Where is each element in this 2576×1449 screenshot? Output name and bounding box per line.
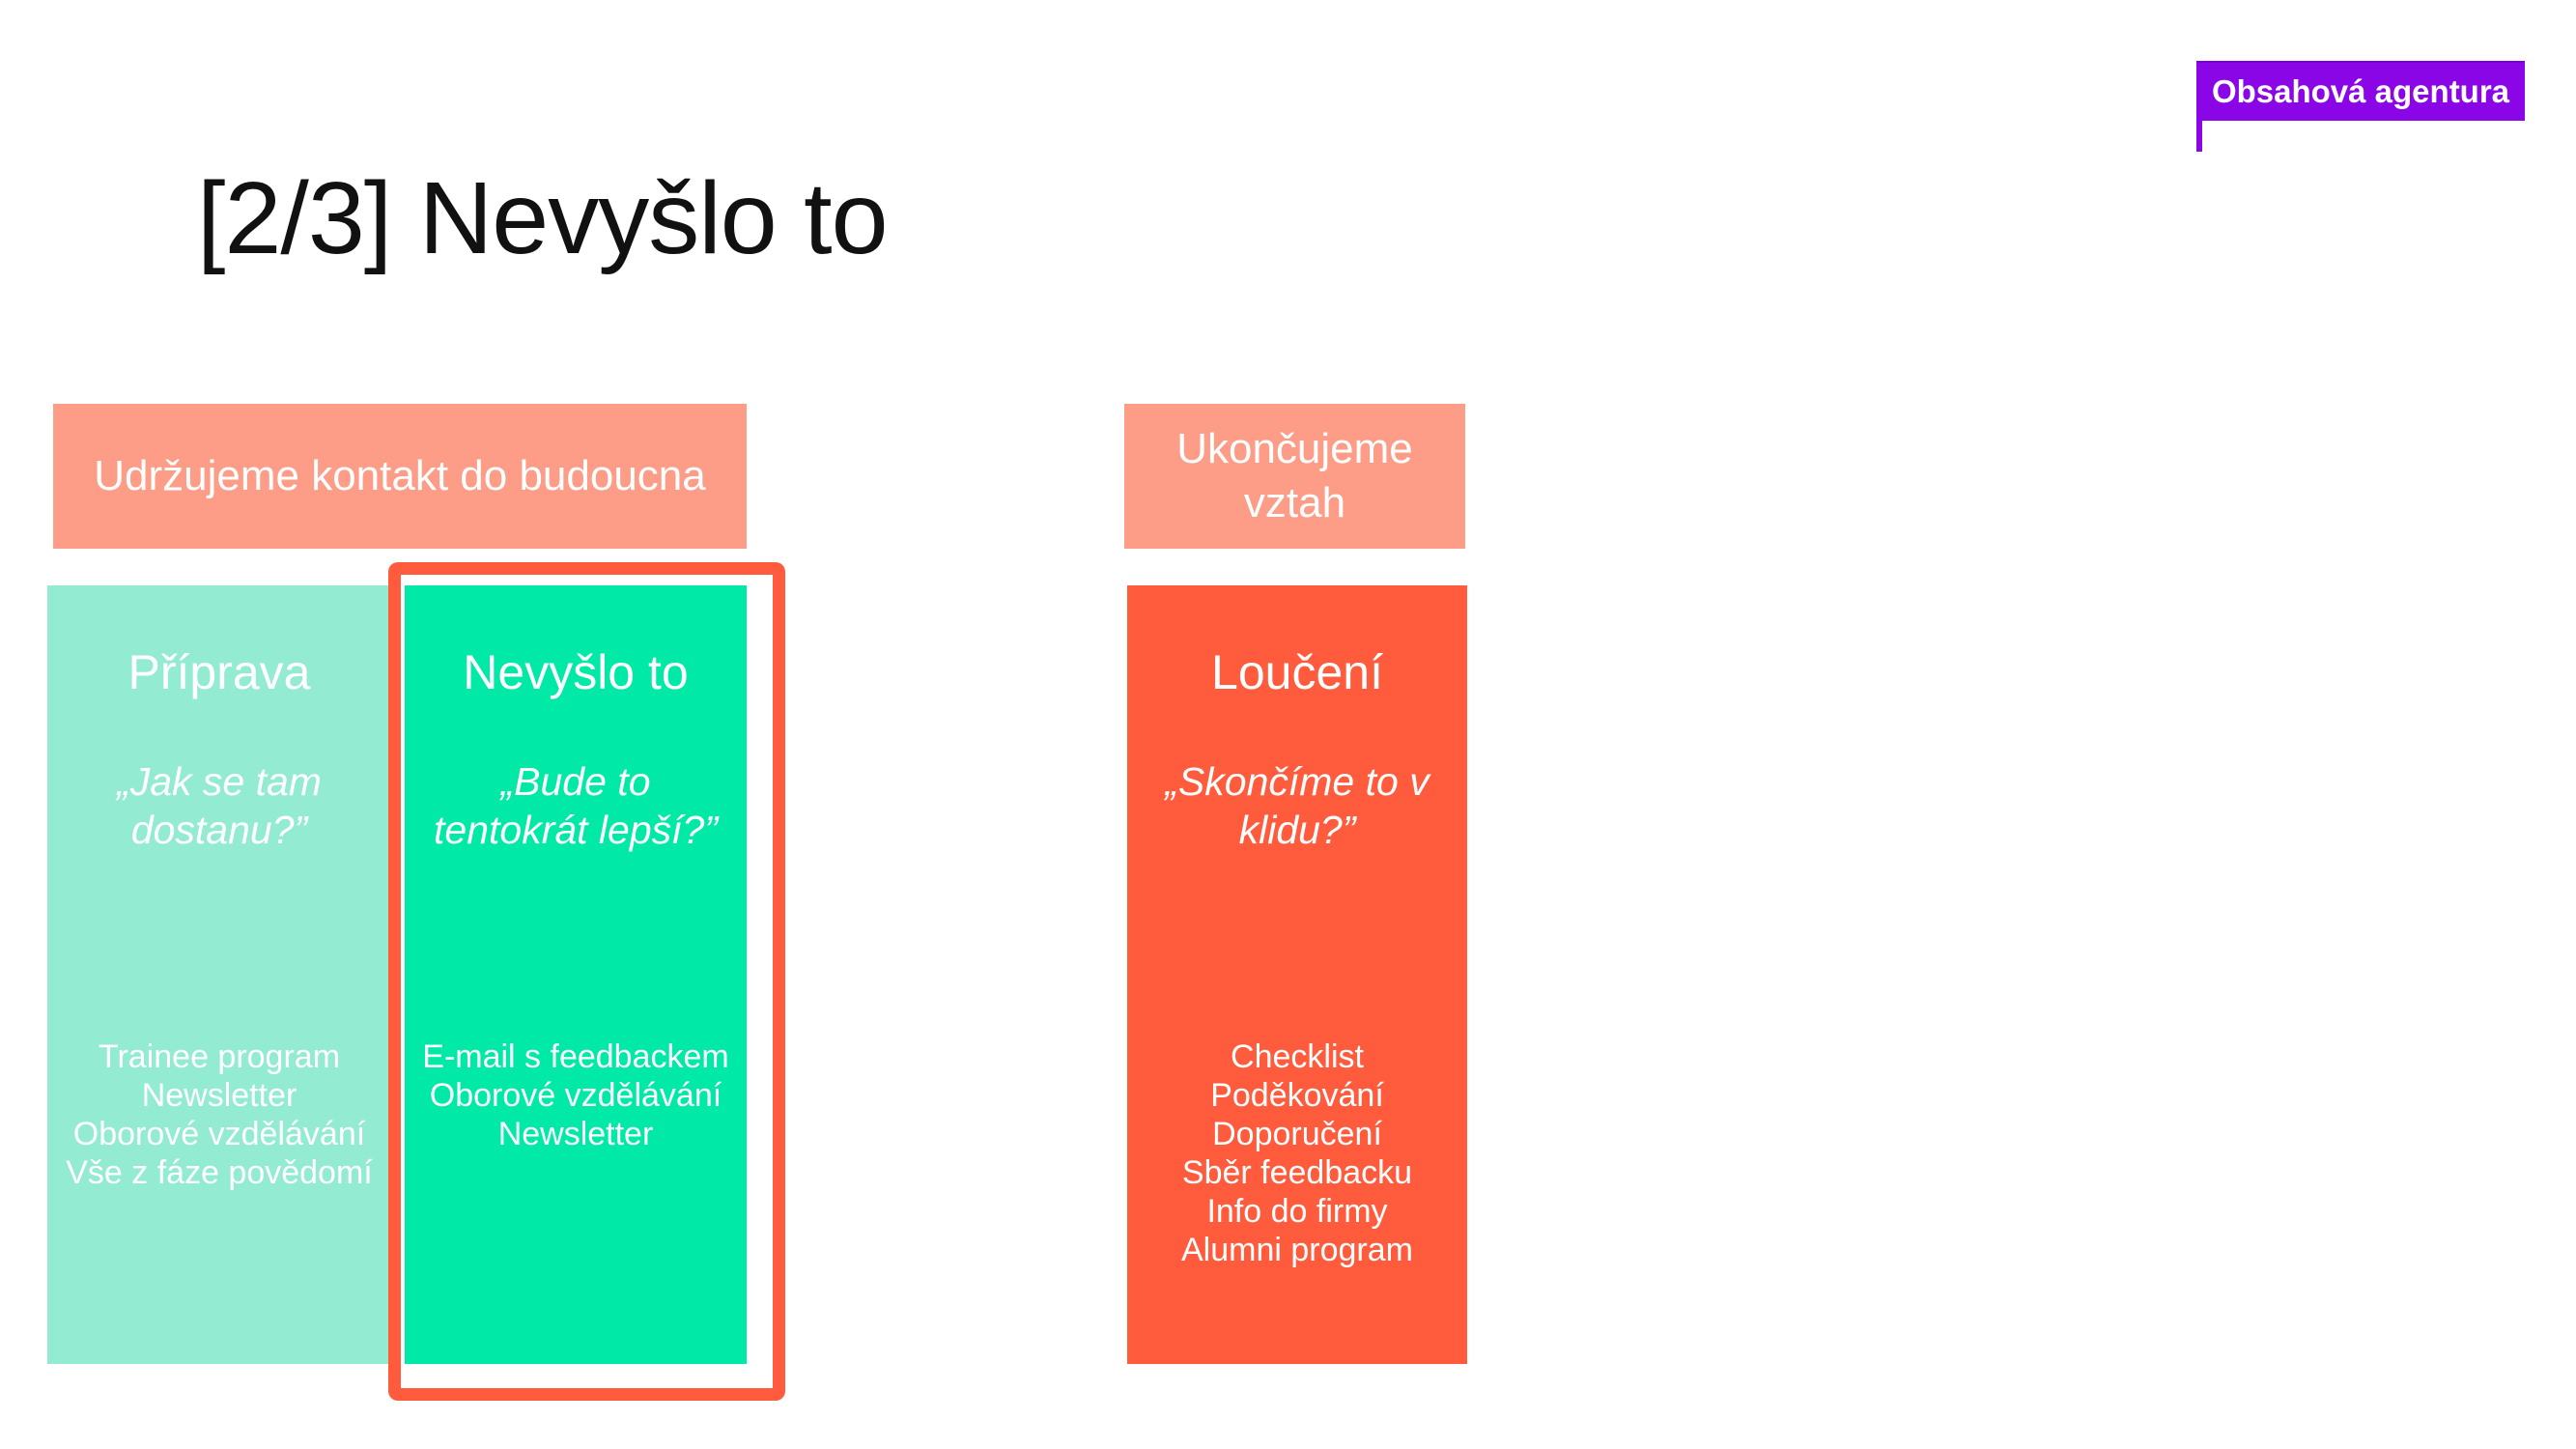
- phase-title: Příprava: [127, 645, 311, 699]
- group-header-keep-contact: Udržujeme kontakt do budoucna: [53, 404, 747, 549]
- list-item: E-mail s feedbackem: [422, 1038, 729, 1075]
- list-item: Trainee program: [98, 1038, 341, 1075]
- group-header-end-relationship: Ukončujeme vztah: [1124, 404, 1465, 549]
- phase-item-list: E-mail s feedbackem Oborové vzdělávání N…: [405, 1037, 747, 1153]
- list-item: Newsletter: [497, 1116, 654, 1152]
- list-item: Info do firmy: [1206, 1193, 1388, 1230]
- list-item: Newsletter: [141, 1077, 297, 1114]
- list-item: Checklist: [1231, 1038, 1364, 1075]
- active-phase-highlight-frame: [388, 562, 785, 1401]
- phase-title: Loučení: [1211, 645, 1383, 699]
- phase-question: „Bude to tentokrát lepší?”: [434, 759, 718, 852]
- brand-tag: Obsahová agentura: [2196, 61, 2525, 121]
- phase-title: Nevyšlo to: [463, 645, 689, 699]
- list-item: Sběr feedbacku: [1181, 1154, 1413, 1191]
- phase-column-louceni: Loučení „Skončíme to v klidu?” Checklist…: [1127, 585, 1467, 1364]
- page-title: [2/3] Nevyšlo to: [197, 161, 889, 275]
- phase-item-list: Checklist Poděkování Doporučení Sběr fee…: [1127, 1037, 1467, 1269]
- list-item: Alumni program: [1181, 1232, 1413, 1268]
- phase-column-nevyslo-to: Nevyšlo to „Bude to tentokrát lepší?” E-…: [405, 585, 747, 1364]
- list-item: Poděkování: [1210, 1077, 1384, 1114]
- phase-question: „Jak se tam dostanu?”: [117, 759, 322, 852]
- list-item: Doporučení: [1212, 1116, 1382, 1152]
- brand-label: Obsahová agentura: [2211, 73, 2510, 109]
- group-header-label: Ukončujeme vztah: [1176, 425, 1413, 526]
- list-item: Oborové vzdělávání: [429, 1077, 722, 1114]
- phase-item-list: Trainee program Newsletter Oborové vzděl…: [47, 1037, 391, 1192]
- group-header-label: Udržujeme kontakt do budoucna: [94, 452, 706, 499]
- phase-column-priprava: Příprava „Jak se tam dostanu?” Trainee p…: [47, 585, 391, 1364]
- phase-question: „Skončíme to v klidu?”: [1165, 759, 1430, 852]
- list-item: Vše z fáze povědomí: [66, 1154, 373, 1191]
- list-item: Oborové vzdělávání: [72, 1116, 366, 1152]
